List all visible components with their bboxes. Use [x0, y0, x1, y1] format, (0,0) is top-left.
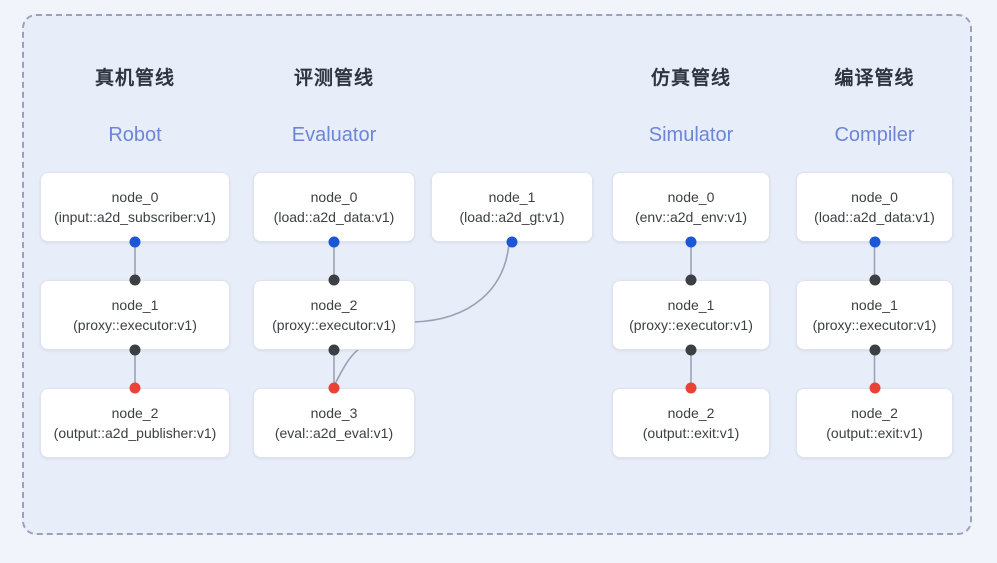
node-box-simulator-node-0[interactable]: node_0(env::a2d_env:v1)	[612, 172, 770, 242]
port-in-red-robot-node-2[interactable]	[129, 382, 141, 394]
port-in-dark-robot-node-1[interactable]	[129, 274, 141, 286]
node-box-compiler-node-0[interactable]: node_0(load::a2d_data:v1)	[796, 172, 953, 242]
column-title-cn-robot: 真机管线	[94, 68, 175, 89]
column-title-en-simulator: Simulator	[648, 124, 734, 146]
column-title-cn-simulator: 仿真管线	[650, 68, 731, 89]
column-title-en-compiler: Compiler	[834, 124, 915, 146]
node-title: node_1	[667, 297, 715, 313]
column-title-en-evaluator: Evaluator	[291, 124, 377, 146]
node-subtitle: (output::exit:v1)	[826, 425, 923, 441]
node-title: node_1	[851, 297, 898, 313]
node-subtitle: (proxy::executor:v1)	[812, 317, 937, 333]
port-in-dark-evaluator-node-2[interactable]	[328, 344, 340, 356]
node-subtitle: (env::a2d_env:v1)	[634, 209, 748, 225]
column-title-cn-compiler: 编译管线	[834, 68, 915, 89]
node-subtitle: (proxy::executor:v1)	[73, 317, 197, 333]
node-title: node_0	[667, 189, 715, 205]
node-subtitle: (output::exit:v1)	[642, 425, 740, 441]
port-in-dark-simulator-node-1[interactable]	[685, 274, 697, 286]
node-subtitle: (proxy::executor:v1)	[272, 317, 396, 333]
node-box-simulator-node-1[interactable]: node_1(proxy::executor:v1)	[612, 280, 770, 350]
node-box-evaluator-node-3[interactable]: node_3(eval::a2d_eval:v1)	[253, 388, 415, 458]
port-in-dark-compiler-node-1[interactable]	[869, 274, 880, 286]
node-subtitle: (proxy::executor:v1)	[629, 317, 753, 333]
node-box-evaluator-node-2[interactable]: node_2(proxy::executor:v1)	[253, 280, 415, 350]
node-title: node_2	[667, 405, 715, 421]
port-out-blue-evaluator-node-1[interactable]	[506, 236, 518, 248]
node-box-compiler-node-2[interactable]: node_2(output::exit:v1)	[796, 388, 953, 458]
port-out-blue-simulator-node-0[interactable]	[685, 236, 697, 248]
node-box-compiler-node-1[interactable]: node_1(proxy::executor:v1)	[796, 280, 953, 350]
node-title: node_2	[111, 405, 159, 421]
node-title: node_0	[111, 189, 159, 205]
node-subtitle: (load::a2d_data:v1)	[273, 209, 395, 225]
node-title: node_2	[310, 297, 358, 313]
node-title: node_3	[310, 405, 358, 421]
node-box-simulator-node-2[interactable]: node_2(output::exit:v1)	[612, 388, 770, 458]
port-in-red-simulator-node-2[interactable]	[685, 382, 697, 394]
node-title: node_1	[488, 189, 536, 205]
node-box-robot-node-1[interactable]: node_1(proxy::executor:v1)	[40, 280, 230, 350]
node-title: node_0	[851, 189, 898, 205]
node-subtitle: (eval::a2d_eval:v1)	[274, 425, 394, 441]
node-title: node_1	[111, 297, 159, 313]
node-subtitle: (input::a2d_subscriber:v1)	[54, 209, 216, 225]
node-subtitle: (load::a2d_data:v1)	[814, 209, 935, 225]
column-title-en-robot: Robot	[108, 124, 162, 146]
port-out-blue-evaluator-node-0[interactable]	[328, 236, 340, 248]
port-in-dark-compiler-node-1[interactable]	[869, 344, 880, 356]
port-in-red-compiler-node-2[interactable]	[869, 382, 880, 394]
port-in-dark-evaluator-node-2[interactable]	[328, 274, 340, 286]
port-in-dark-robot-node-1[interactable]	[129, 344, 141, 356]
node-box-evaluator-node-1[interactable]: node_1(load::a2d_gt:v1)	[431, 172, 593, 242]
port-out-blue-compiler-node-0[interactable]	[869, 236, 880, 248]
node-box-evaluator-node-0[interactable]: node_0(load::a2d_data:v1)	[253, 172, 415, 242]
node-box-robot-node-0[interactable]: node_0(input::a2d_subscriber:v1)	[40, 172, 230, 242]
port-in-dark-simulator-node-1[interactable]	[685, 344, 697, 356]
port-out-blue-robot-node-0[interactable]	[129, 236, 141, 248]
port-in-red-evaluator-node-3[interactable]	[328, 382, 340, 394]
node-title: node_0	[310, 189, 358, 205]
node-title: node_2	[851, 405, 898, 421]
node-subtitle: (load::a2d_gt:v1)	[459, 209, 565, 225]
column-title-cn-evaluator: 评测管线	[293, 68, 374, 89]
node-box-robot-node-2[interactable]: node_2(output::a2d_publisher:v1)	[40, 388, 230, 458]
node-subtitle: (output::a2d_publisher:v1)	[53, 425, 217, 441]
